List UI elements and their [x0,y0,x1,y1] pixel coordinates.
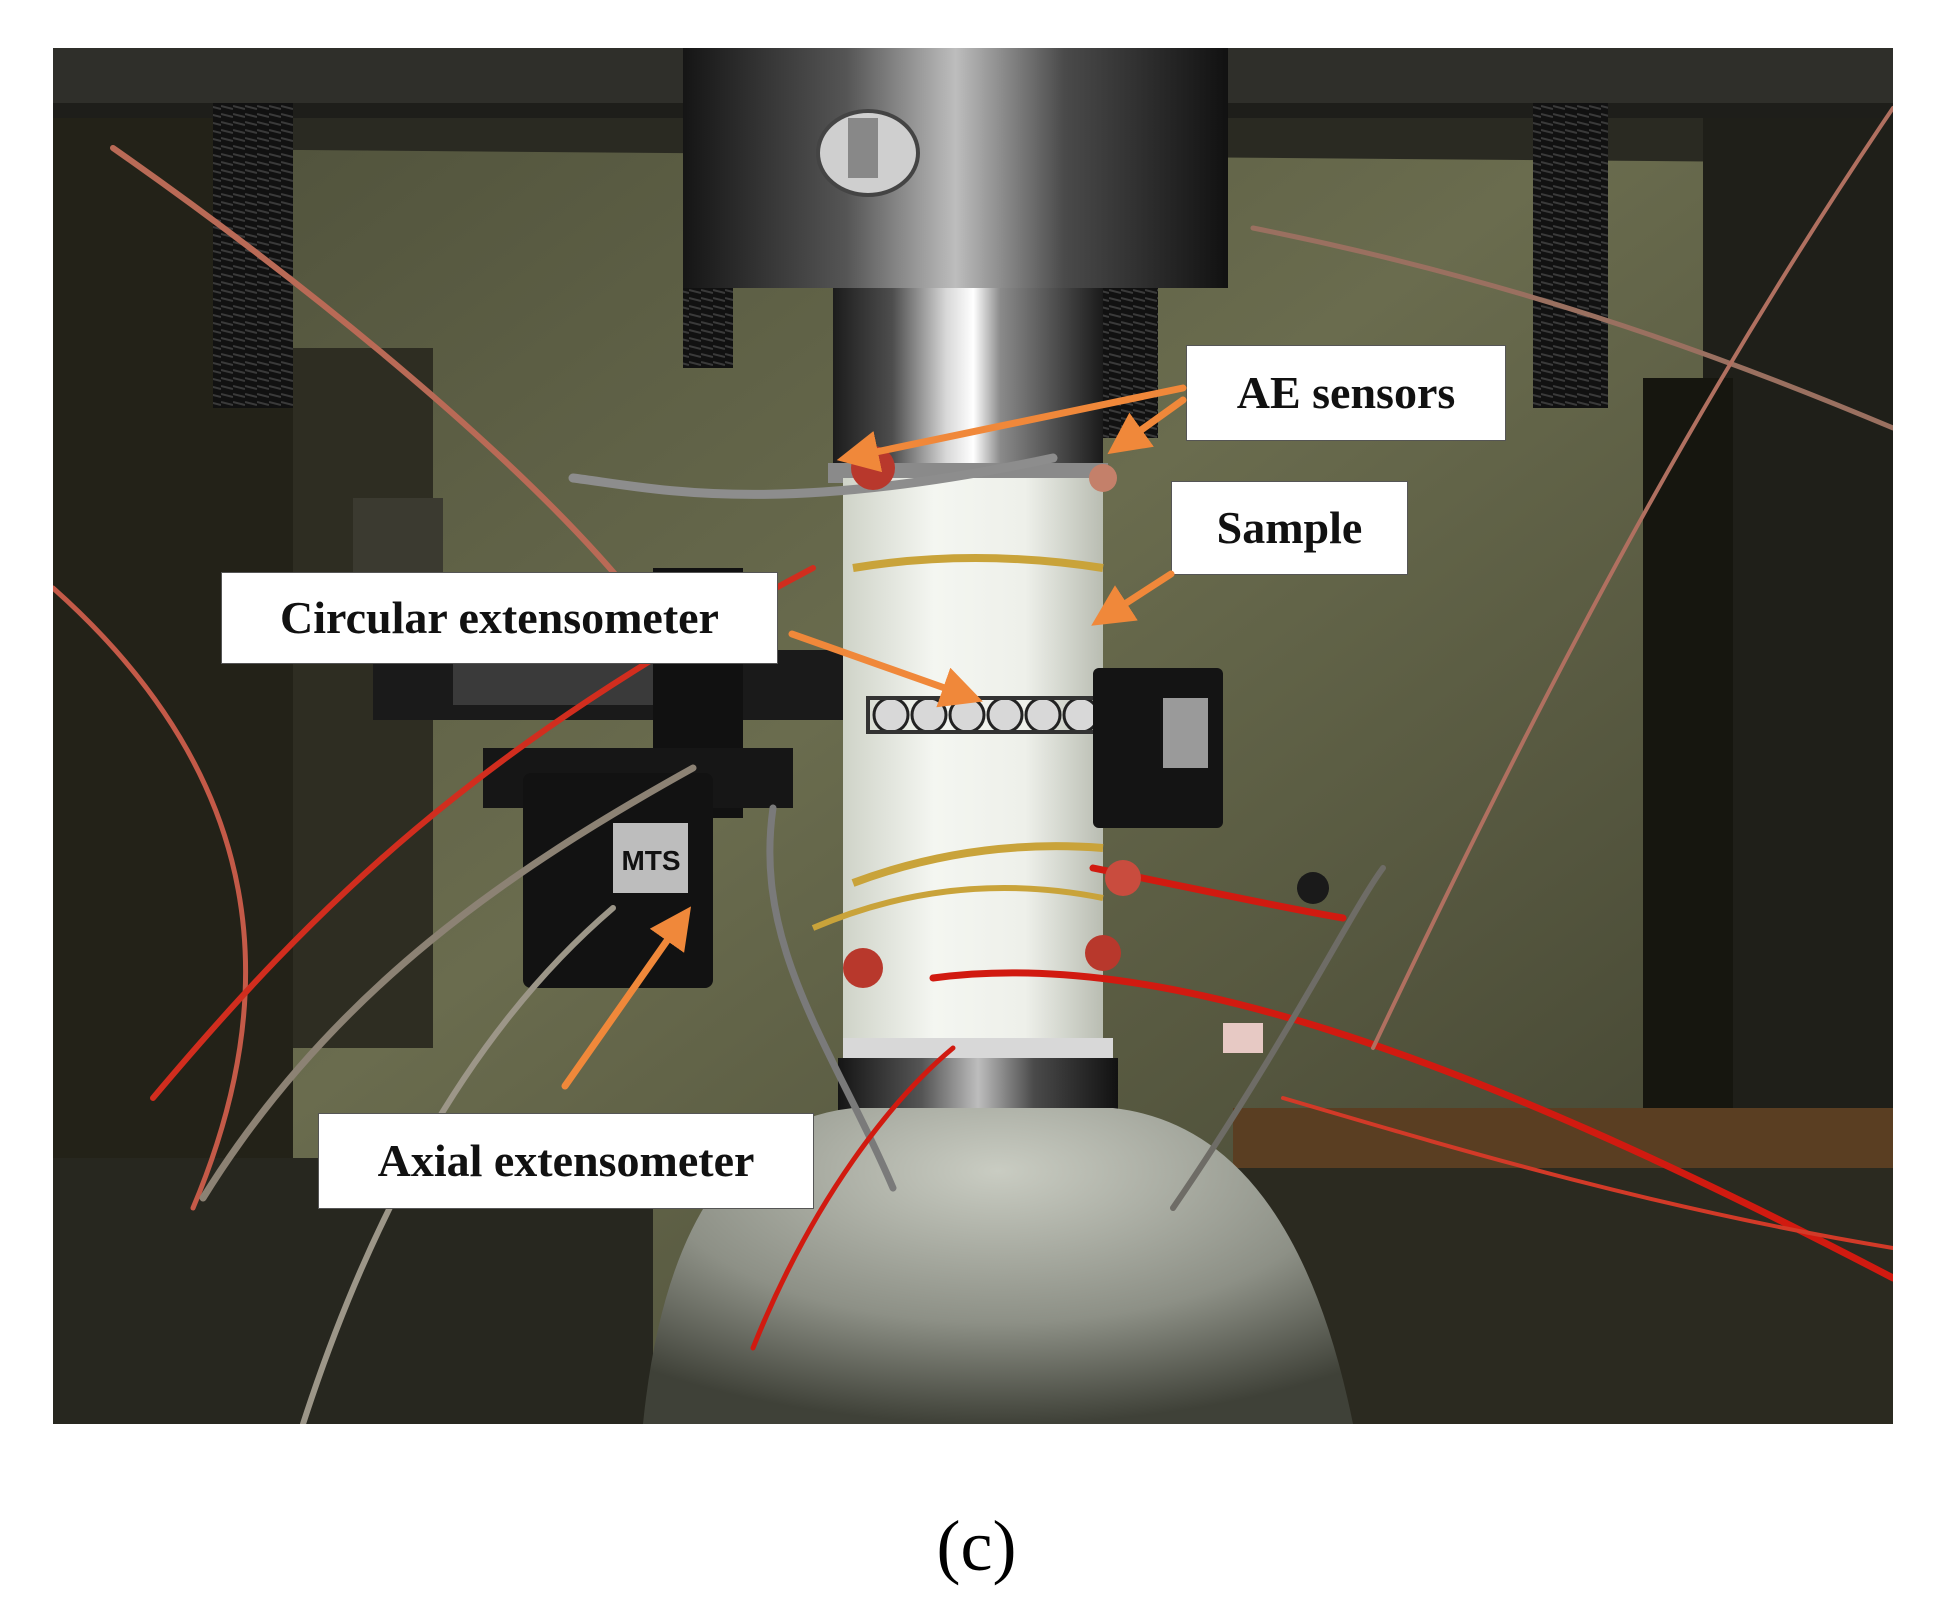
circular-extensometer-label: Circular extensometer [221,572,778,664]
axial-extensometer-label: Axial extensometer [318,1113,814,1209]
panel-label: (c) [936,1506,1017,1586]
svg-text:MTS: MTS [621,845,680,876]
sample-label: Sample [1171,481,1408,575]
apparatus-photo: MTS [53,48,1893,1424]
ae-sensors-label: AE sensors [1186,345,1506,441]
